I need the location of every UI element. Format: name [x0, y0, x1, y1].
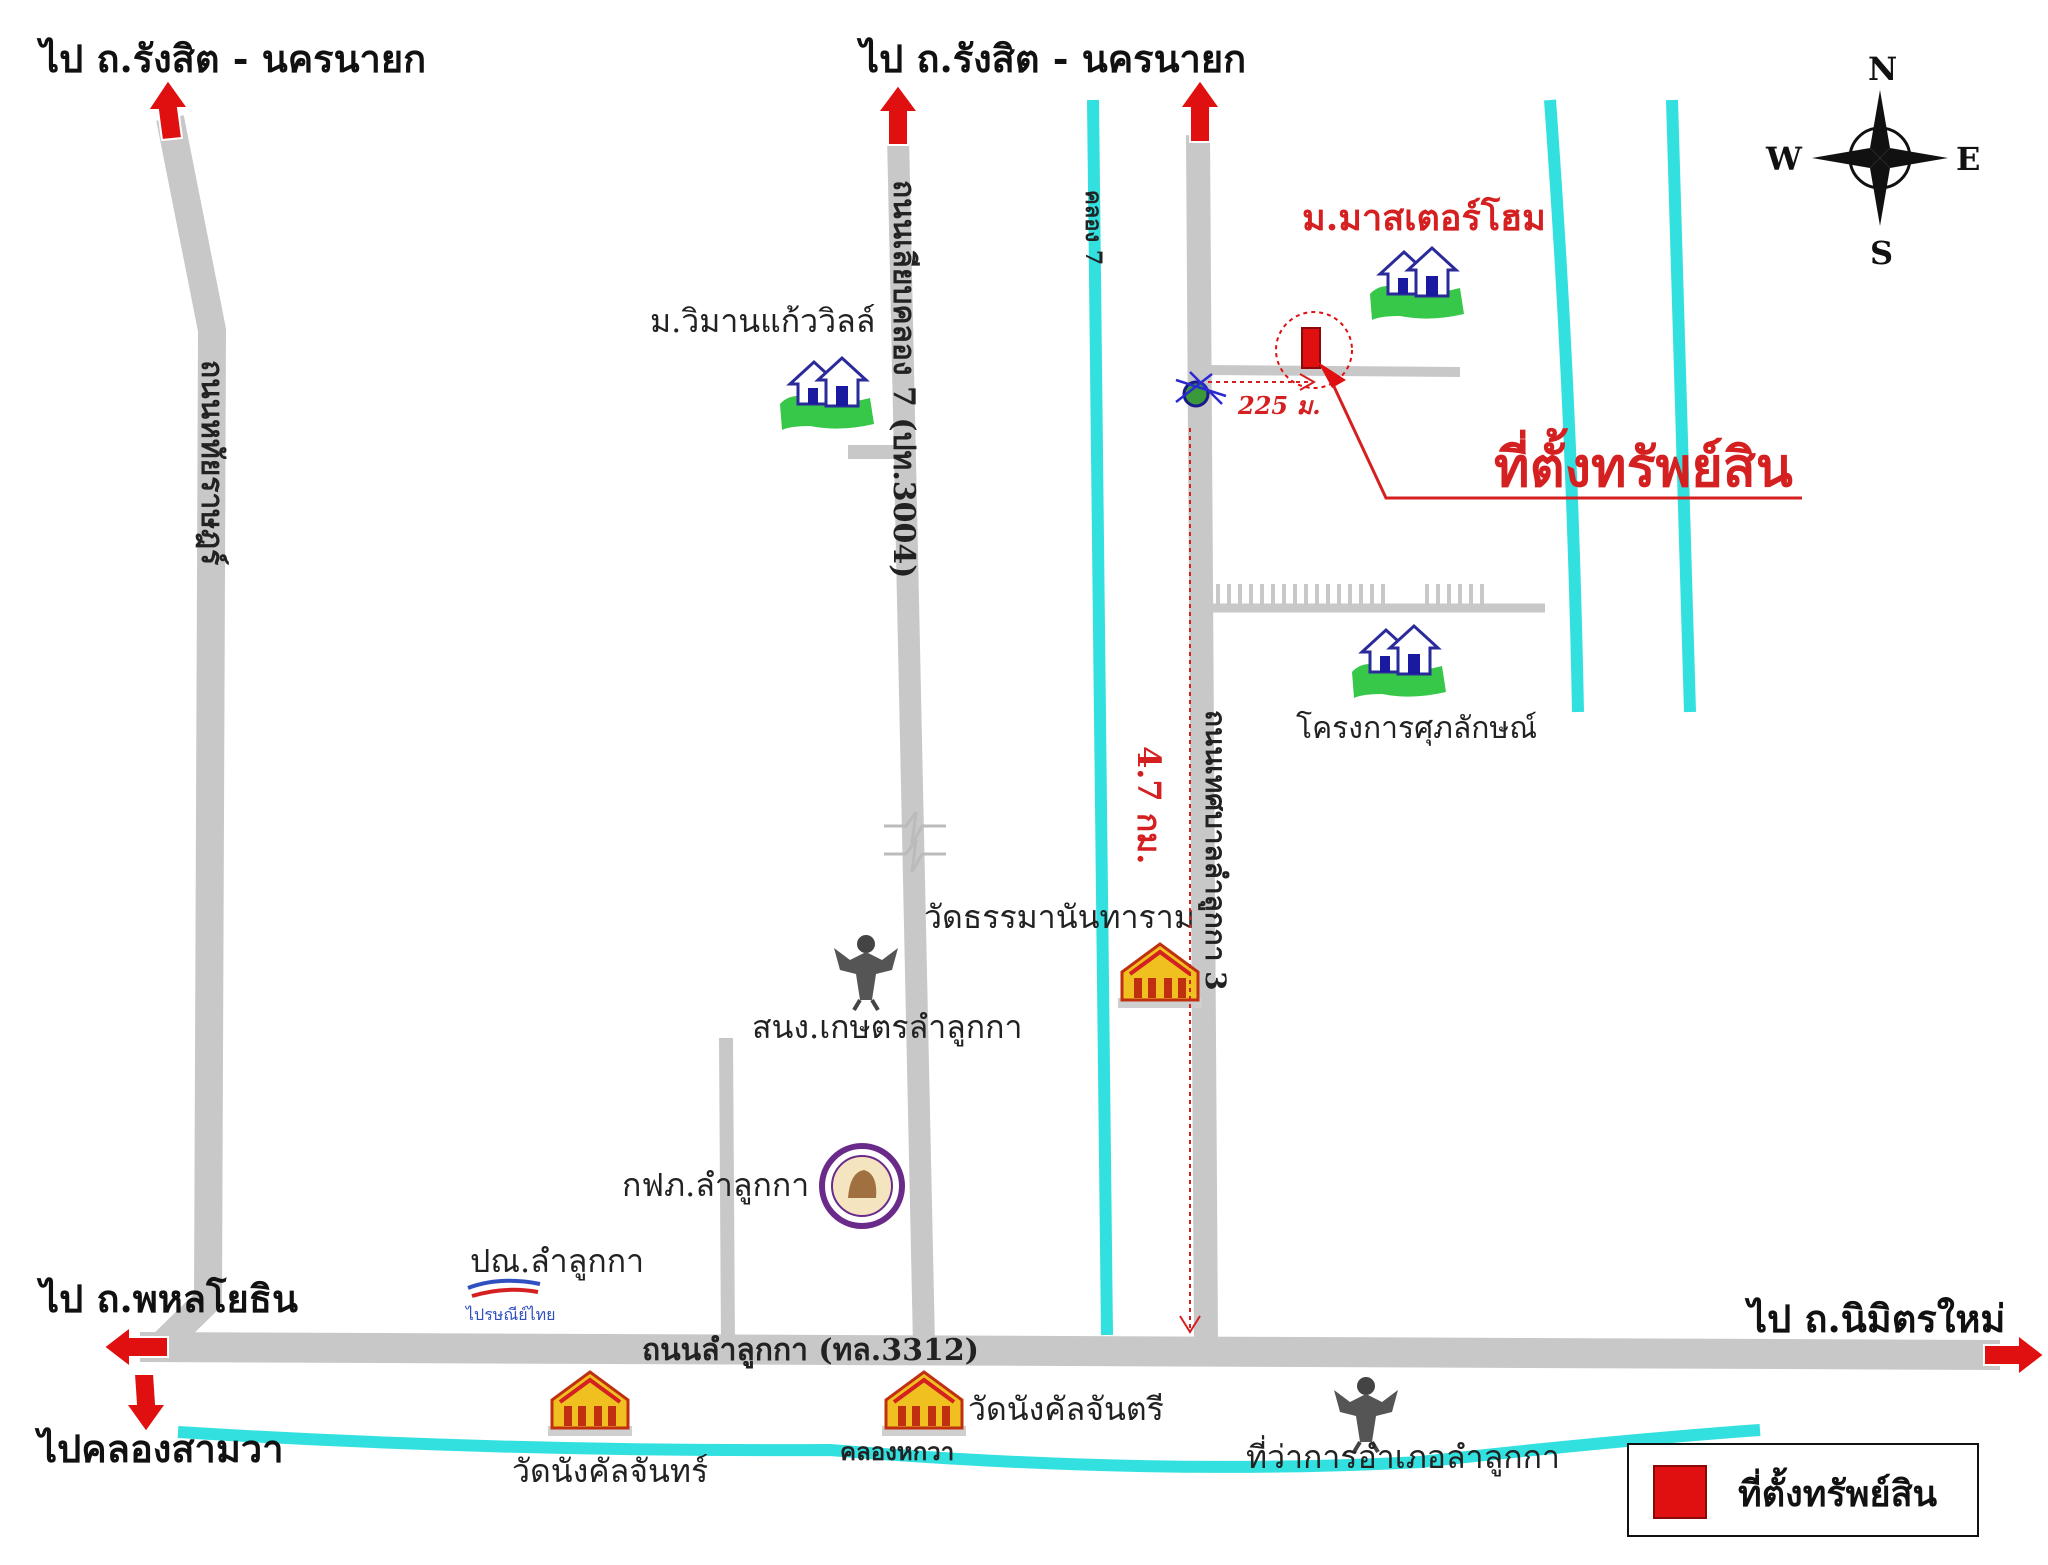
distance-arrow-long: [1179, 1315, 1201, 1334]
klong7-road: [887, 134, 935, 1346]
road-label-main: ถนนลำลูกกา (ทล.3312): [642, 1333, 979, 1369]
compass-w: W: [1765, 140, 1803, 178]
house-icon-wimarn: [778, 356, 876, 432]
post-logo-text: ไปรษณีย์ไทย: [464, 1305, 556, 1324]
dest-east: ไป ถ.นิมิตรใหม่: [1744, 1296, 2005, 1341]
arrow-east: [1983, 1332, 2046, 1378]
temple-icon-nang-kan-chan: [546, 1370, 634, 1438]
south-canal: [177, 1424, 1761, 1473]
tessaban3-road: [1186, 134, 1218, 1341]
house-icon-suphalak: [1350, 624, 1448, 700]
property-pointer-line: [1328, 377, 1802, 500]
dest-west: ไป ถ.พหลโยธิน: [36, 1276, 298, 1321]
compass-rose: N S E W: [1765, 50, 1980, 272]
label-wat-nang-kan-chan: วัดนังคัลจันทร์: [512, 1452, 708, 1490]
label-master-home: ม.มาสเตอร์โฮม: [1302, 196, 1546, 239]
temple-icon-nang-kan-chantri: [880, 1370, 968, 1438]
post-logo-icon: ไปรษณีย์ไทย: [464, 1278, 556, 1324]
label-post-office: ปณ.ลำลูกกา: [470, 1242, 644, 1281]
distance-arrow-short: [1299, 373, 1317, 391]
arrow-south-west: [124, 1373, 168, 1434]
label-distance-short: 225 ม.: [1237, 391, 1321, 420]
label-wat-thammanan: วัดธรรมานันทาราม: [924, 898, 1195, 936]
far-left-road: [152, 115, 227, 1356]
label-pea-office: กฟภ.ลำลูกกา: [622, 1166, 809, 1205]
canal-label-south: คลองหกวา: [840, 1437, 954, 1466]
branch-road-property: [1205, 365, 1461, 377]
label-distance-long: 4.7 กม.: [1130, 746, 1168, 864]
label-wimarn: ม.วิมานแก้ววิลล์: [650, 302, 875, 340]
label-wat-nang-kan-chantri: วัดนังคัลจันตรี: [968, 1390, 1164, 1428]
property-marker: [1275, 311, 1353, 389]
property-pointer-head: [1318, 362, 1346, 388]
compass-n: N: [1868, 50, 1897, 88]
pea-seal-icon: [819, 1143, 905, 1229]
house-icon-master-home: [1368, 246, 1466, 322]
east-canal-2: [1666, 99, 1696, 713]
legend-label: ที่ตั้งทรัพย์สิน: [1738, 1467, 1938, 1515]
arrow-north-west: [146, 78, 190, 142]
road-label-far-left: ถนนหทัยราษฎร์: [194, 360, 229, 565]
compass-e: E: [1956, 140, 1980, 178]
arrow-north-right: [1178, 78, 1222, 143]
label-property: ที่ตั้งทรัพย์สิน: [1494, 428, 1793, 499]
suphalak-lots: [1216, 584, 1484, 604]
dest-south-west: ไปคลองสามวา: [34, 1426, 284, 1471]
legend-swatch: [1653, 1465, 1707, 1519]
canals: [177, 99, 1761, 1473]
klong7-canal: [1087, 99, 1113, 1336]
compass-s: S: [1870, 234, 1893, 272]
main-road: [139, 1332, 2001, 1370]
label-district-office: ที่ว่าการอำเภอลำลูกกา: [1246, 1435, 1560, 1477]
dest-north-west: ไป ถ.รังสิต - นครนายก: [36, 36, 426, 81]
branch-road-pea: [719, 1037, 735, 1346]
east-canal-1: [1544, 99, 1584, 713]
legend: ที่ตั้งทรัพย์สิน: [1627, 1443, 1979, 1537]
label-agri-office: สนง.เกษตรลำลูกกา: [752, 1008, 1022, 1047]
label-suphalak: โครงการศุภลักษณ์: [1296, 710, 1537, 747]
arrow-west: [102, 1324, 169, 1370]
arrow-north-center: [876, 83, 920, 146]
roads: [139, 115, 2001, 1370]
dest-north-center: ไป ถ.รังสิต - นครนายก: [856, 36, 1246, 81]
road-label-tessaban3: ถนนเทศบาลลำลูกกา 3: [1198, 710, 1232, 991]
garuda-icon-agri: [832, 933, 900, 1012]
canal-label-klong7: คลอง 7: [1080, 190, 1106, 265]
road-label-klong7: ถนนเลียบคลอง 7 (ปท.3004): [886, 180, 921, 578]
road-break-symbol: [884, 811, 946, 873]
direction-arrows: [102, 78, 2046, 1434]
junction-sign-icon: [1175, 371, 1227, 408]
